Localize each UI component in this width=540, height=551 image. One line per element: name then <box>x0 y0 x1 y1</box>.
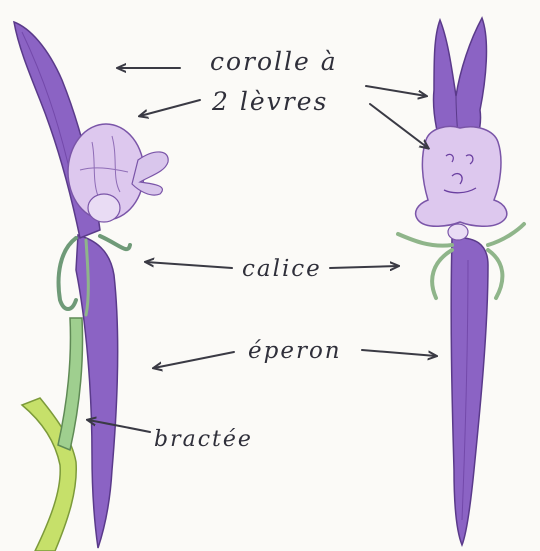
right-calyx-sepal-right <box>488 224 524 298</box>
label-calyx: calice <box>242 256 322 282</box>
annotation-arrows <box>88 68 436 432</box>
right-spur <box>451 238 488 545</box>
label-corolla-line2: 2 lèvres <box>211 87 328 116</box>
bract <box>58 318 83 450</box>
arrow-calyx-left <box>146 262 232 268</box>
arrow-corolla-left-lower <box>140 100 200 116</box>
left-flower-side-view <box>14 22 168 551</box>
arrow-spur-right <box>362 350 436 356</box>
label-bract: bractée <box>154 427 253 452</box>
left-calyx-sepal-2 <box>100 236 130 249</box>
arrow-spur-left <box>154 352 234 368</box>
arrow-calyx-right <box>330 266 398 268</box>
left-spur <box>76 235 118 548</box>
right-flower-front-view <box>398 18 524 545</box>
arrow-corolla-right-upper <box>366 86 426 96</box>
arrow-corolla-right-lower <box>370 104 428 148</box>
right-calyx-sepal-left <box>398 234 452 298</box>
label-corolla-line1: corolle à <box>210 47 338 76</box>
label-spur: éperon <box>248 338 342 364</box>
left-calyx-sepal-1 <box>59 238 76 309</box>
